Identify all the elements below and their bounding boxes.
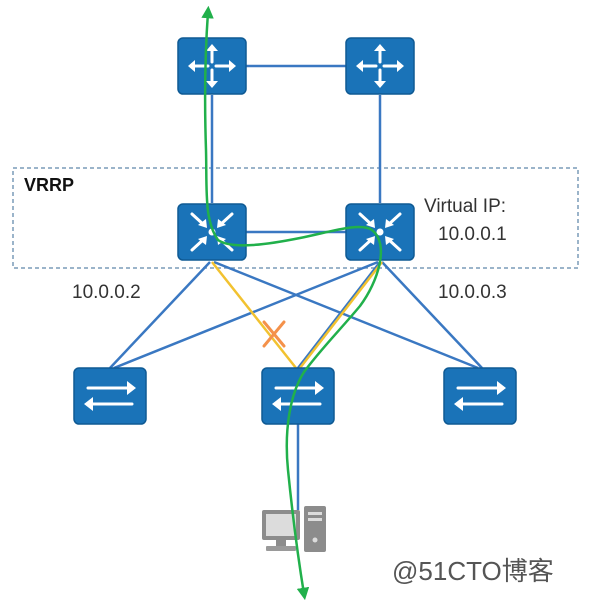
links [109, 64, 483, 510]
core-router-icon [344, 36, 416, 96]
vrrp-router-icon [176, 202, 248, 262]
access-switch-icon [72, 366, 148, 426]
access-switch-icon [442, 366, 518, 426]
access-switch-icon [260, 366, 336, 426]
link-vrrp-left-switch-left [109, 261, 211, 369]
vrrp-group-label: VRRP [24, 175, 74, 195]
backup-path-yellow [299, 261, 383, 369]
link-vrrp-right-switch-right [381, 261, 483, 369]
virtual-ip-value: 10.0.0.1 [438, 224, 507, 245]
watermark: @51CTO博客 [392, 556, 554, 586]
right-router-ip: 10.0.0.3 [438, 282, 507, 303]
vrrp-group-box [12, 167, 579, 269]
core-router-icon [176, 36, 248, 96]
link-vrrp-right-switch-center [297, 261, 381, 369]
link-failure-icon [262, 320, 286, 348]
left-router-ip: 10.0.0.2 [72, 282, 141, 303]
primary-traffic-path [201, 5, 382, 601]
virtual-ip-label: Virtual IP: [424, 196, 506, 217]
